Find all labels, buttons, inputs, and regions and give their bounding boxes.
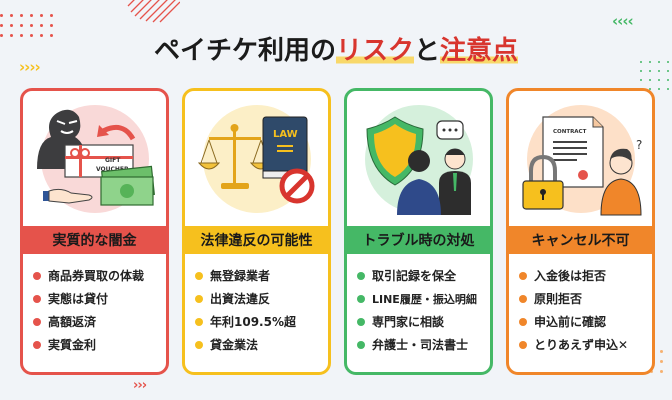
list-item: 出資法違反 bbox=[195, 287, 328, 310]
title-highlight-caution: 注意点 bbox=[440, 36, 519, 66]
list-item: 専門家に相談 bbox=[357, 310, 490, 333]
list-item: 取引記録を保全 bbox=[357, 264, 490, 287]
thief-gift-voucher-cash-icon: GIFT VOUCHER bbox=[23, 91, 166, 226]
svg-text:LAW: LAW bbox=[273, 129, 298, 140]
green-dots-decoration bbox=[640, 61, 669, 90]
card-heading: 法律違反の可能性 bbox=[185, 226, 328, 254]
bullet-list: 入金後は拒否 原則拒否 申込前に確認 とりあえず申込✕ bbox=[509, 254, 652, 356]
card-trouble-response: トラブル時の対処 取引記録を保全 LINE履歴・振込明細 専門家に相談 弁護士・… bbox=[344, 88, 493, 375]
locked-contract-confused-person-icon: CONTRACT ? bbox=[509, 91, 652, 226]
title-text-2: と bbox=[414, 36, 441, 66]
shield-consultation-icon bbox=[347, 91, 490, 226]
bullet-list: 取引記録を保全 LINE履歴・振込明細 専門家に相談 弁護士・司法書士 bbox=[347, 254, 490, 356]
list-item: 高額返済 bbox=[33, 310, 166, 333]
list-item: 実態は貸付 bbox=[33, 287, 166, 310]
list-item: 商品券買取の体裁 bbox=[33, 264, 166, 287]
green-chevrons-decoration: ‹‹‹‹ bbox=[612, 12, 634, 30]
list-item: 弁護士・司法書士 bbox=[357, 333, 490, 356]
yellow-chevrons-decoration: ›››› bbox=[19, 58, 41, 76]
card-legal-violation: LAW 法律違反の可能性 無登録業者 出資法違反 年利109.5%超 貸金業法 bbox=[182, 88, 331, 375]
title-text-1: ペイチケ利用の bbox=[153, 36, 336, 66]
card-heading: トラブル時の対処 bbox=[347, 226, 490, 254]
red-dots-decoration bbox=[0, 14, 53, 37]
card-heading: 実質的な闇金 bbox=[23, 226, 166, 254]
list-item: LINE履歴・振込明細 bbox=[357, 287, 490, 310]
list-item: 貸金業法 bbox=[195, 333, 328, 356]
title-highlight-risk: リスク bbox=[335, 36, 414, 66]
list-item: 申込前に確認 bbox=[519, 310, 652, 333]
list-item: 年利109.5%超 bbox=[195, 310, 328, 333]
red-stripes-decoration bbox=[127, 0, 180, 23]
list-item: 入金後は拒否 bbox=[519, 264, 652, 287]
svg-text:VOUCHER: VOUCHER bbox=[96, 166, 129, 173]
svg-text:?: ? bbox=[636, 138, 642, 152]
red-chevrons-decoration: ››› bbox=[133, 378, 147, 393]
card-loan-shark: GIFT VOUCHER 実質的な闇金 商品券買取の体裁 実態は貸付 高額返済 … bbox=[20, 88, 169, 375]
svg-text:CONTRACT: CONTRACT bbox=[553, 129, 587, 135]
list-item: 無登録業者 bbox=[195, 264, 328, 287]
page-title: ペイチケ利用のリスクと注意点 bbox=[0, 30, 672, 67]
list-item: 原則拒否 bbox=[519, 287, 652, 310]
list-item: とりあえず申込✕ bbox=[519, 333, 652, 356]
law-scale-prohibited-icon: LAW bbox=[185, 91, 328, 226]
svg-text:GIFT: GIFT bbox=[105, 157, 121, 164]
bullet-list: 無登録業者 出資法違反 年利109.5%超 貸金業法 bbox=[185, 254, 328, 356]
list-item: 実質金利 bbox=[33, 333, 166, 356]
bullet-list: 商品券買取の体裁 実態は貸付 高額返済 実質金利 bbox=[23, 254, 166, 356]
risk-cards: GIFT VOUCHER 実質的な闇金 商品券買取の体裁 実態は貸付 高額返済 … bbox=[20, 88, 655, 375]
card-no-cancel: CONTRACT ? キャンセル不可 入金後は拒否 原則拒否 申込前に確認 とり… bbox=[506, 88, 655, 375]
card-heading: キャンセル不可 bbox=[509, 226, 652, 254]
